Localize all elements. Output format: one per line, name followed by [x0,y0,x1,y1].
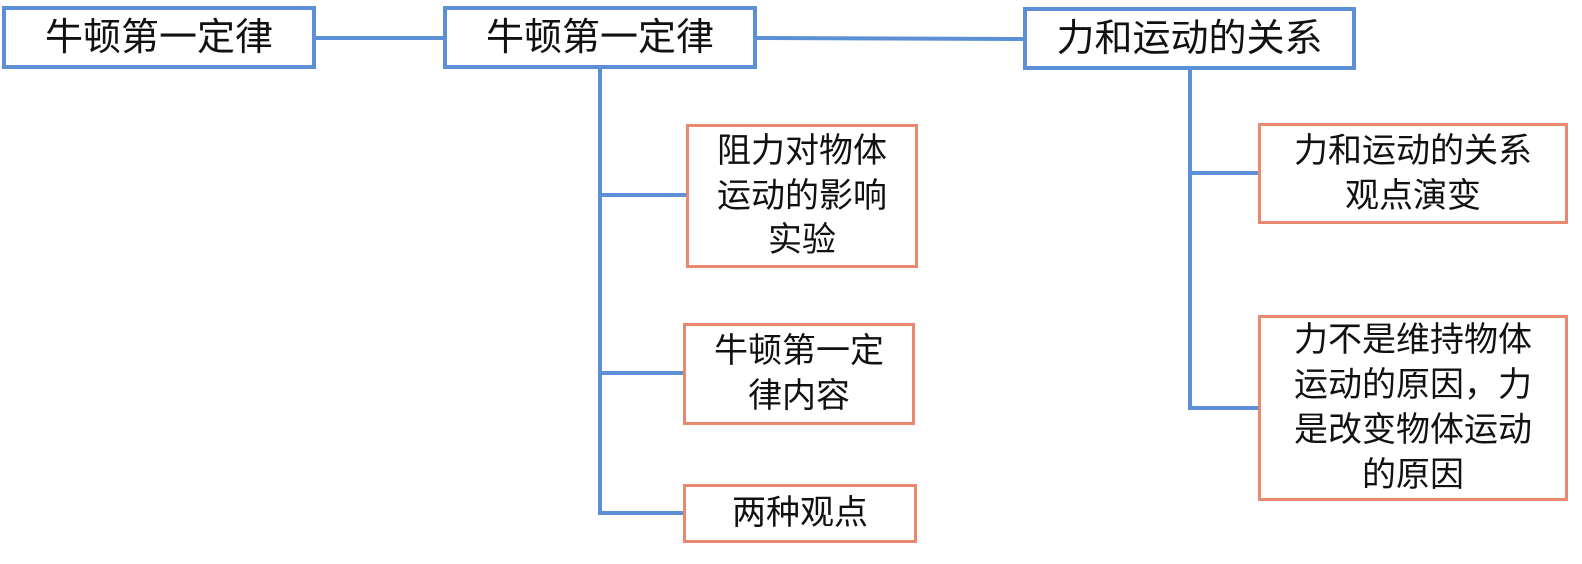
leaf-node-two-views: 两种观点 [683,484,917,543]
leaf-node-view-evolution: 力和运动的关系 观点演变 [1258,123,1568,224]
leaf-node-force-conclusion: 力不是维持物体 运动的原因，力 是改变物体运动 的原因 [1258,315,1568,501]
leaf-node-resistance-experiment: 阻力对物体 运动的影响 实验 [686,124,918,268]
leaf-node-law-content: 牛顿第一定 律内容 [683,323,915,425]
branch-node-newton-law: 牛顿第一定律 [443,6,757,69]
leaf-node-law-content-label: 牛顿第一定 律内容 [714,331,884,416]
leaf-node-force-conclusion-label: 力不是维持物体 运动的原因，力 是改变物体运动 的原因 [1294,320,1532,495]
leaf-node-resistance-experiment-label: 阻力对物体 运动的影响 实验 [717,130,887,261]
leaf-node-two-views-label: 两种观点 [732,493,868,534]
branch-node-force-motion-label: 力和运动的关系 [1056,15,1323,60]
connector-branch-to-relation [756,36,1024,41]
branch-node-newton-law-label: 牛顿第一定律 [485,14,714,59]
leaf-node-view-evolution-label: 力和运动的关系 观点演变 [1294,130,1532,216]
root-node-label: 牛顿第一定律 [44,14,273,59]
branch-node-force-motion: 力和运动的关系 [1023,7,1356,70]
root-node: 牛顿第一定律 [2,6,316,69]
